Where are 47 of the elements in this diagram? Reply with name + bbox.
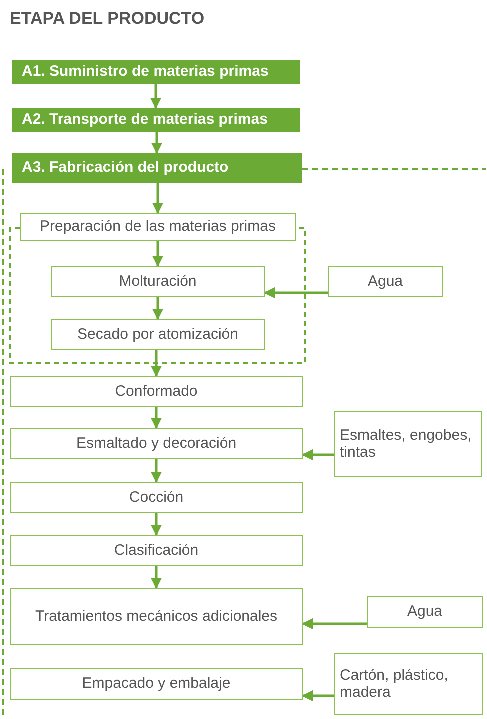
arrow — [150, 566, 162, 590]
process-box — [51, 319, 265, 350]
arrow — [150, 84, 162, 110]
arrow — [150, 513, 162, 536]
node-label: A3. Fabricación del producto — [22, 159, 229, 177]
process-box — [10, 535, 303, 566]
arrow — [302, 690, 334, 702]
node-label: A1. Suministro de materias primas — [22, 63, 269, 81]
node-label: Preparación de las materias primas — [40, 218, 276, 236]
node-label: Agua — [368, 272, 404, 290]
node-label: Molturación — [119, 272, 197, 290]
process-box — [10, 668, 303, 700]
process-box — [334, 653, 483, 715]
process-box — [20, 213, 296, 241]
arrow — [152, 183, 164, 214]
arrow — [302, 618, 367, 630]
process-box — [334, 411, 482, 477]
stage-bar — [12, 60, 300, 84]
arrow — [302, 449, 334, 461]
node-label: Tratamientos mecánicos adicionales — [35, 608, 278, 626]
process-box — [10, 482, 303, 513]
node-label: A2. Transporte de materias primas — [22, 111, 268, 129]
arrow — [264, 287, 328, 299]
process-box — [367, 596, 483, 628]
arrow — [152, 241, 164, 268]
stage-bar — [12, 153, 302, 183]
node-label: Secado por atomización — [78, 326, 238, 344]
node-label: Agua — [407, 603, 443, 621]
node-label: Esmaltes, engobes, tintas — [340, 426, 473, 462]
node-label: Empacado y embalaje — [82, 675, 231, 693]
arrow — [150, 459, 162, 484]
node-label: Cartón, plástico, madera — [340, 666, 450, 702]
node-label: Clasificación — [114, 542, 199, 560]
node-label: Cocción — [129, 488, 184, 506]
arrow — [150, 350, 162, 378]
process-box — [51, 266, 265, 297]
title: ETAPA DEL PRODUCTO — [10, 9, 205, 29]
process-box — [10, 588, 303, 645]
stage-bar — [12, 108, 300, 132]
arrow — [151, 132, 163, 154]
arrow — [150, 407, 162, 430]
process-box — [10, 376, 303, 407]
node-label: Esmaltado y decoración — [76, 434, 237, 452]
process-box — [10, 428, 303, 459]
node-label: Conformado — [115, 382, 198, 400]
process-box — [328, 266, 443, 297]
arrow — [152, 297, 164, 320]
